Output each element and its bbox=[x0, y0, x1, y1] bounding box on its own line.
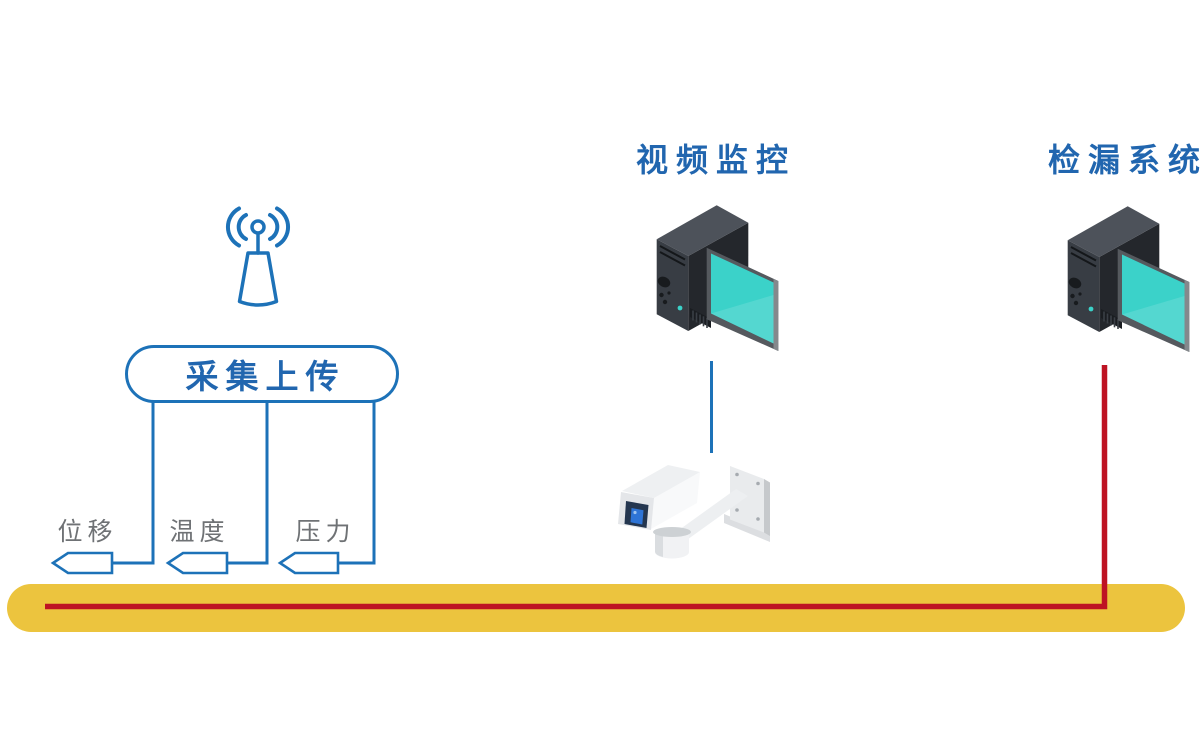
sensor-label-displacement: 位移 bbox=[57, 518, 118, 546]
sensor-label-pressure: 压力 bbox=[295, 518, 356, 546]
sensor-connector-line-displacement bbox=[112, 401, 155, 565]
collector-box-label: 采集上传 bbox=[185, 357, 346, 395]
leak-detection-line bbox=[45, 365, 1108, 610]
leak-detection-title: 检漏系统 bbox=[1047, 142, 1204, 178]
cctv-camera-icon bbox=[618, 465, 770, 559]
collector-box bbox=[125, 345, 399, 403]
sensor-connector-line-temperature bbox=[227, 401, 269, 565]
sensor-tag-arrow-pressure bbox=[277, 551, 340, 575]
sensor-connector-line-pressure bbox=[338, 401, 376, 565]
video-monitoring-title: 视频监控 bbox=[635, 142, 796, 178]
leak-computer-icon bbox=[1065, 205, 1191, 353]
antenna-icon bbox=[225, 206, 291, 307]
sensor-label-temperature: 温度 bbox=[169, 518, 230, 546]
sensor-tag-arrow-temperature bbox=[165, 551, 229, 575]
video-computer-icon bbox=[654, 204, 780, 352]
sensor-tag-arrow-displacement bbox=[50, 551, 114, 575]
